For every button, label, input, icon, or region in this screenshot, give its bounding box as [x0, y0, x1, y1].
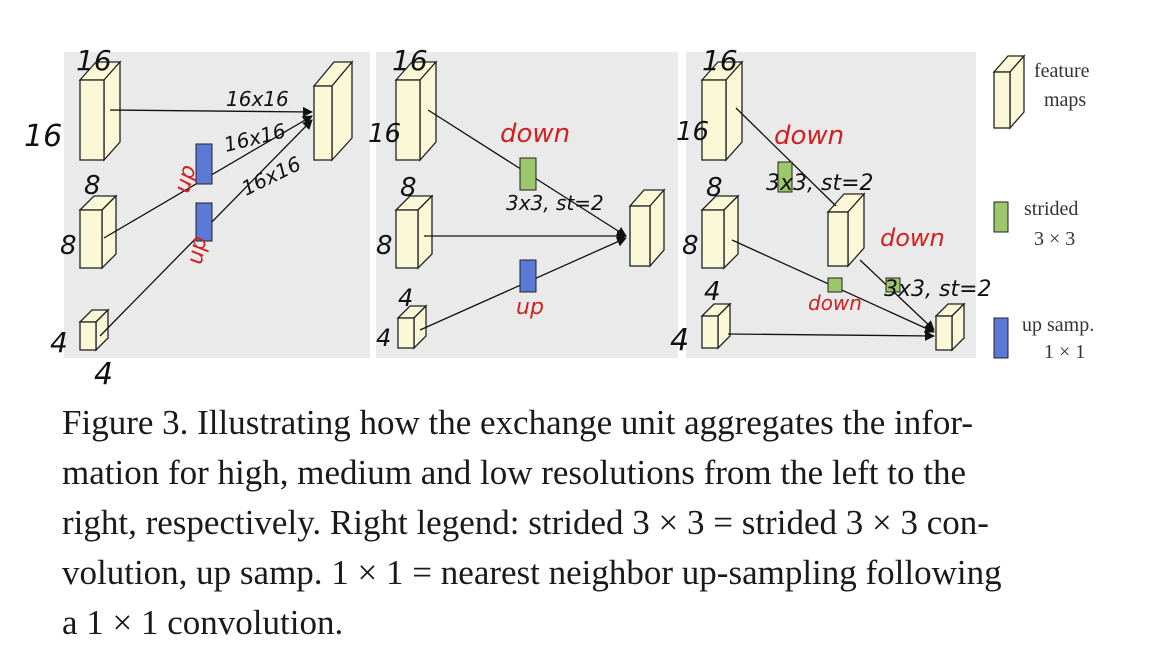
op-label-up: up	[183, 234, 212, 266]
resolution-label: 16	[368, 119, 401, 149]
feature-map-low	[700, 302, 732, 350]
resolution-label: 4	[94, 357, 113, 390]
upsample-op	[195, 202, 213, 242]
panel-2: 16 16 8 8 4 4 down 3x3, st=2 up	[368, 44, 666, 352]
legend-upsamp-icon	[993, 317, 1009, 359]
resolution-label: 16	[676, 117, 709, 147]
feature-map-output-low	[934, 302, 966, 352]
resolution-label: 8	[60, 231, 77, 261]
strided-conv-op	[519, 157, 537, 191]
upsample-op	[519, 259, 537, 293]
resolution-label: 4	[376, 324, 391, 352]
resolution-label: 8	[376, 231, 393, 261]
resolution-label: 4	[50, 326, 68, 359]
caption-line: Figure 3. Illustrating how the exchange …	[62, 403, 973, 442]
resolution-label: 4	[398, 284, 413, 312]
op-label-down: down	[880, 224, 945, 252]
legend-feature-label: feature	[1034, 60, 1090, 82]
caption-line: mation for high, medium and low resoluti…	[62, 453, 967, 492]
caption-line: right, respectively. Right legend: strid…	[62, 503, 989, 542]
resolution-label: 8	[84, 171, 101, 201]
upsample-op	[195, 143, 213, 185]
conv-label: 3x3, st=2	[766, 171, 874, 196]
op-label-down: down	[500, 119, 570, 149]
legend-feature-maps-icon	[992, 54, 1026, 130]
feature-map-intermediate	[826, 192, 866, 268]
resolution-label: 4	[670, 323, 689, 358]
caption-line: volution, up samp. 1 × 1 = nearest neigh…	[62, 553, 1002, 592]
strided-conv-op	[827, 277, 843, 293]
feature-map-low	[78, 308, 110, 352]
feature-map-medium	[700, 194, 740, 270]
figure-caption: Figure 3. Illustrating how the exchange …	[62, 398, 1132, 648]
strided-conv-op	[777, 161, 793, 193]
edge-label: 16x16	[226, 87, 289, 111]
conv-label: 3x3, st=2	[884, 277, 992, 302]
conv-label: 3x3, st=2	[506, 191, 604, 215]
resolution-label: 8	[682, 231, 699, 261]
feature-map-low	[396, 304, 428, 350]
legend-strided-label: strided	[1024, 198, 1078, 220]
legend-upsamp-label: 1 × 1	[1044, 341, 1085, 363]
legend: feature maps strided 3 × 3 up samp. 1 × …	[992, 54, 1094, 363]
feature-map-high	[78, 60, 122, 162]
op-label-up: up	[516, 295, 544, 320]
feature-map-output-high	[312, 60, 354, 162]
resolution-label: 16	[76, 44, 112, 77]
resolution-label: 16	[24, 119, 62, 154]
resolution-label: 16	[702, 44, 738, 77]
exchange-unit-figure: 16 16 8 8 4 4 16x16 16x16 16x16 up up	[24, 44, 1094, 390]
legend-strided-label: 3 × 3	[1034, 228, 1075, 250]
feature-map-high	[394, 60, 438, 162]
caption-line: a 1 × 1 convolution.	[62, 603, 344, 642]
resolution-label: 4	[704, 277, 721, 307]
feature-map-high	[700, 60, 744, 162]
legend-feature-label: maps	[1044, 89, 1086, 111]
legend-strided-icon	[993, 201, 1009, 233]
legend-upsamp-label: up samp.	[1022, 314, 1094, 336]
panel-3: 16 16 8 8 4 4 down 3x3, st=2 down down 3…	[670, 44, 992, 358]
op-label-down: down	[808, 291, 862, 315]
resolution-label: 8	[400, 173, 417, 203]
feature-map-medium	[78, 194, 118, 270]
resolution-label: 16	[392, 44, 428, 77]
op-label-down: down	[774, 121, 844, 151]
strided-conv-op	[885, 277, 901, 293]
feature-map-output-medium	[628, 188, 666, 268]
feature-map-medium	[394, 194, 434, 270]
resolution-label: 8	[706, 173, 723, 203]
